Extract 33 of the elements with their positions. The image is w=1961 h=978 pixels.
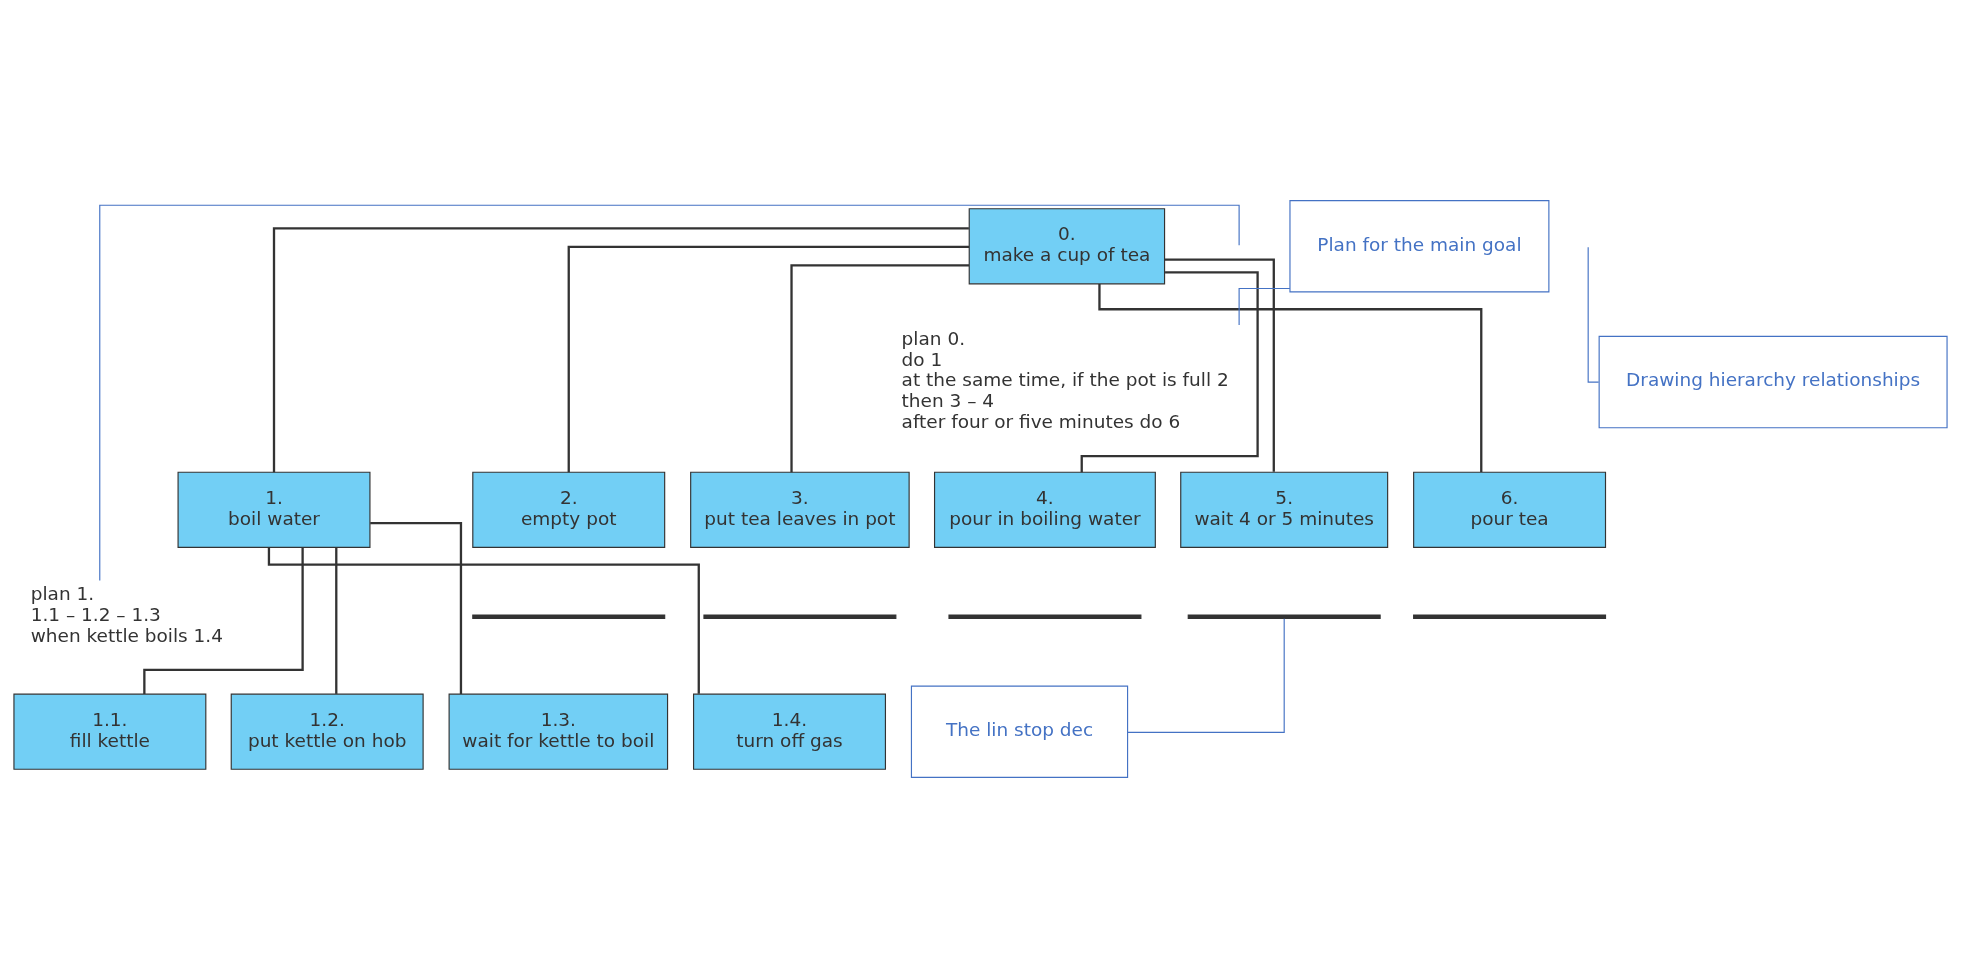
node-box: 2. empty pot xyxy=(472,471,666,548)
connector xyxy=(1080,271,1259,473)
node-box: 4. pour in boiling water xyxy=(933,471,1156,548)
node-box: The lin stop dec xyxy=(910,685,1129,778)
node-box: 3. put tea leaves in pot xyxy=(690,471,910,548)
node-box: Plan for the main goal xyxy=(1289,200,1550,293)
node-box: 5. wait 4 or 5 minutes xyxy=(1180,471,1389,548)
node-box: 0. make a cup of tea xyxy=(968,208,1166,285)
connector xyxy=(1127,618,1285,733)
node-box: 1.3. wait for kettle to boil xyxy=(448,693,669,770)
connector xyxy=(1238,287,1291,326)
node-bar xyxy=(703,614,897,620)
node-text: plan 1. 1.1 – 1.2 – 1.3 when kettle boils 1.4 xyxy=(30,583,224,646)
connector xyxy=(335,547,338,694)
connector xyxy=(1587,246,1600,383)
node-box: 1.4. turn off gas xyxy=(693,693,886,770)
connector xyxy=(567,245,970,473)
connector xyxy=(267,547,700,694)
node-bar xyxy=(1413,614,1607,620)
node-text: plan 0. do 1 at the same time, if the pot is full 2 then 3 – 4 after four or five minutes do 6 xyxy=(901,327,1229,433)
connector xyxy=(272,227,969,473)
node-bar xyxy=(1187,614,1381,620)
connector xyxy=(370,521,463,694)
node-bar xyxy=(948,614,1142,620)
node-box: 6. pour tea xyxy=(1413,471,1607,548)
node-box: 1. boil water xyxy=(177,471,371,548)
node-box: 1.2. put kettle on hob xyxy=(230,693,424,770)
connector xyxy=(99,204,1240,582)
node-bar xyxy=(472,614,666,620)
connector xyxy=(1164,258,1275,472)
connector xyxy=(790,264,970,473)
node-box: 1.1. fill kettle xyxy=(13,693,207,770)
node-box: Drawing hierarchy relationships xyxy=(1598,335,1948,429)
